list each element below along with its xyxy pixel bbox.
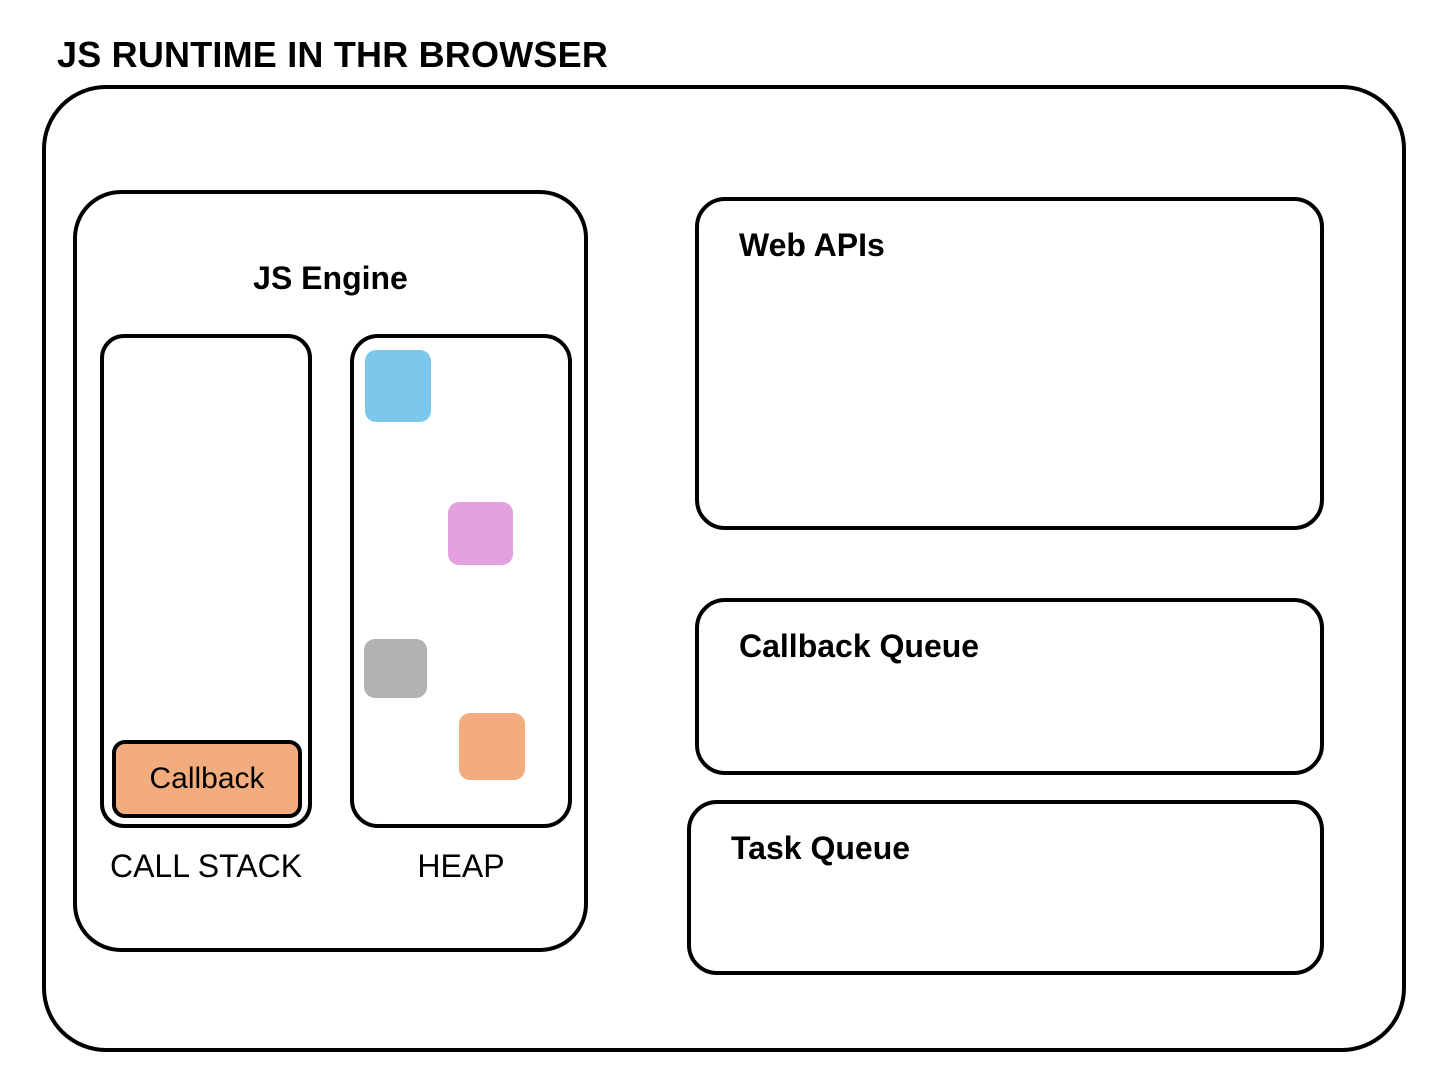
task-queue-panel: Task Queue xyxy=(687,800,1324,975)
heap-block-blue xyxy=(365,350,431,422)
heap-block-gray xyxy=(364,639,427,698)
call-stack-frame-callback[interactable]: Callback xyxy=(112,740,302,818)
callback-queue-title: Callback Queue xyxy=(739,628,980,664)
heap-label: HEAP xyxy=(417,848,505,884)
web-apis-title: Web APIs xyxy=(739,227,885,263)
js-engine-title: JS Engine xyxy=(253,260,408,296)
heap-box xyxy=(350,334,572,828)
heap-block-orange xyxy=(459,713,525,780)
task-queue-title: Task Queue xyxy=(731,830,911,866)
callback-queue-panel: Callback Queue xyxy=(695,598,1324,775)
call-stack-label: CALL STACK xyxy=(109,848,303,884)
web-apis-panel: Web APIs xyxy=(695,197,1324,530)
heap-block-pink xyxy=(448,502,513,565)
page-title: JS RUNTIME IN THR BROWSER xyxy=(57,34,609,75)
call-stack-box: Callback xyxy=(100,334,312,828)
